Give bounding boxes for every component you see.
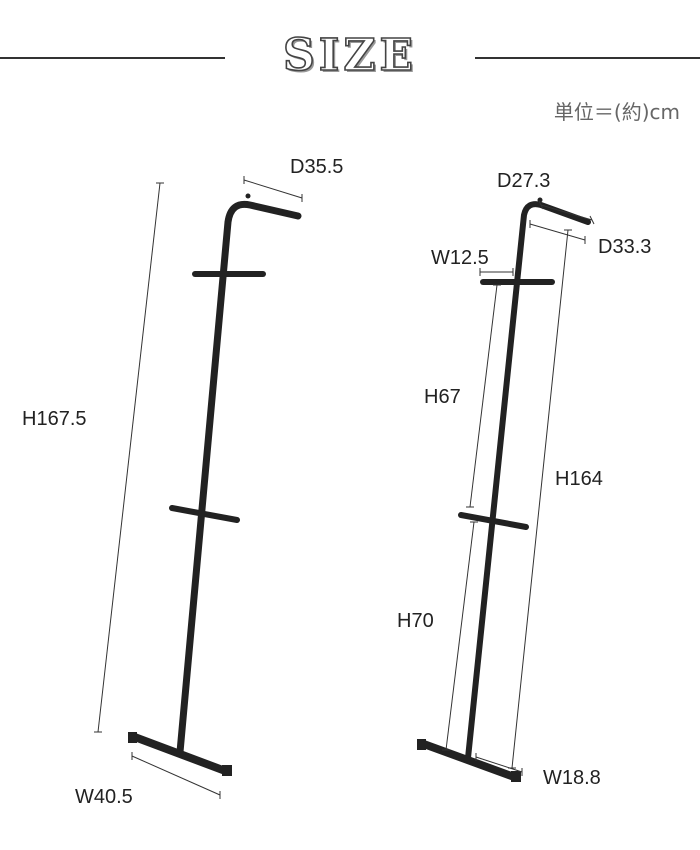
left-height-label: H167.5 [22, 408, 87, 430]
right-lower-height-line [445, 521, 475, 751]
right-stand-base [417, 739, 521, 782]
right-stand-lower-arm [458, 512, 529, 530]
right-stand-base-cap [417, 739, 426, 750]
left-width-line [131, 755, 221, 796]
left-stand-lower-arm [169, 505, 240, 523]
left-stand-base-cap [128, 732, 137, 743]
right-width-base-line [475, 756, 523, 773]
right-depth-top-label: D27.3 [497, 170, 551, 192]
right-lower-height-label: H70 [397, 610, 434, 632]
page-title: SIZE [282, 29, 417, 82]
unit-note: 単位＝(約)cm [553, 100, 680, 124]
left-depth-label: D35.5 [290, 156, 344, 178]
right-depth-top-line [540, 204, 593, 221]
right-stand-base-cap [511, 771, 521, 782]
left-stand-pole [176, 200, 302, 756]
left-depth-line [243, 179, 303, 199]
right-upper-height-label: H67 [424, 386, 461, 408]
right-upper-height-line [469, 284, 498, 508]
right-stand-hook [537, 197, 543, 203]
left-stand-base-cap [222, 765, 232, 776]
left-width-label: W40.5 [75, 786, 133, 808]
right-depth-bar-line [529, 223, 586, 241]
left-dimension-lines [94, 176, 303, 799]
left-stand [128, 193, 302, 776]
right-total-height-label: H164 [555, 468, 603, 490]
left-stand-base [128, 732, 232, 776]
right-depth-bar-label: D33.3 [598, 236, 652, 258]
right-dimension-lines [442, 200, 595, 776]
right-total-height-line [511, 229, 569, 769]
header-rule-left [0, 57, 225, 59]
right-width-base-label: W18.8 [543, 767, 601, 789]
header-rule-right [475, 57, 700, 59]
left-stand-hook [245, 193, 251, 199]
right-width-top-label: W12.5 [431, 247, 489, 269]
left-height-line [97, 182, 161, 733]
